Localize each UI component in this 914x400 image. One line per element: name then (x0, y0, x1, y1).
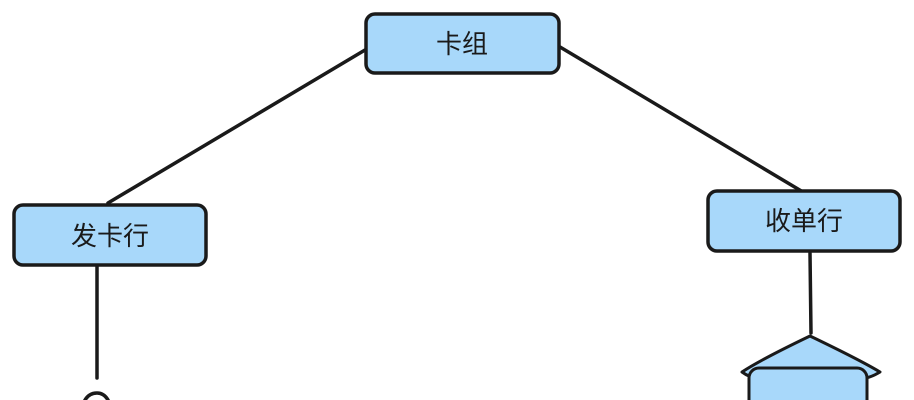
node-card-network-label: 卡组 (436, 30, 488, 60)
person-head (83, 391, 110, 400)
house-icon (740, 334, 882, 400)
node-card-network: 卡组 (364, 12, 561, 75)
node-issuer-box (12, 203, 208, 267)
node-card-network-box (364, 12, 561, 75)
node-acquirer-box (706, 189, 902, 253)
node-issuer-label: 发卡行 (71, 222, 149, 252)
node-issuer: 发卡行 (12, 203, 208, 267)
node-acquirer: 收单行 (706, 189, 902, 253)
connector-acquirer-down (808, 251, 813, 335)
house-body (747, 366, 869, 400)
connector-network-acquirer (558, 45, 805, 194)
connectors (95, 45, 813, 380)
person-icon (83, 391, 110, 400)
node-acquirer-label: 收单行 (765, 207, 843, 237)
connector-network-issuer (106, 48, 367, 205)
